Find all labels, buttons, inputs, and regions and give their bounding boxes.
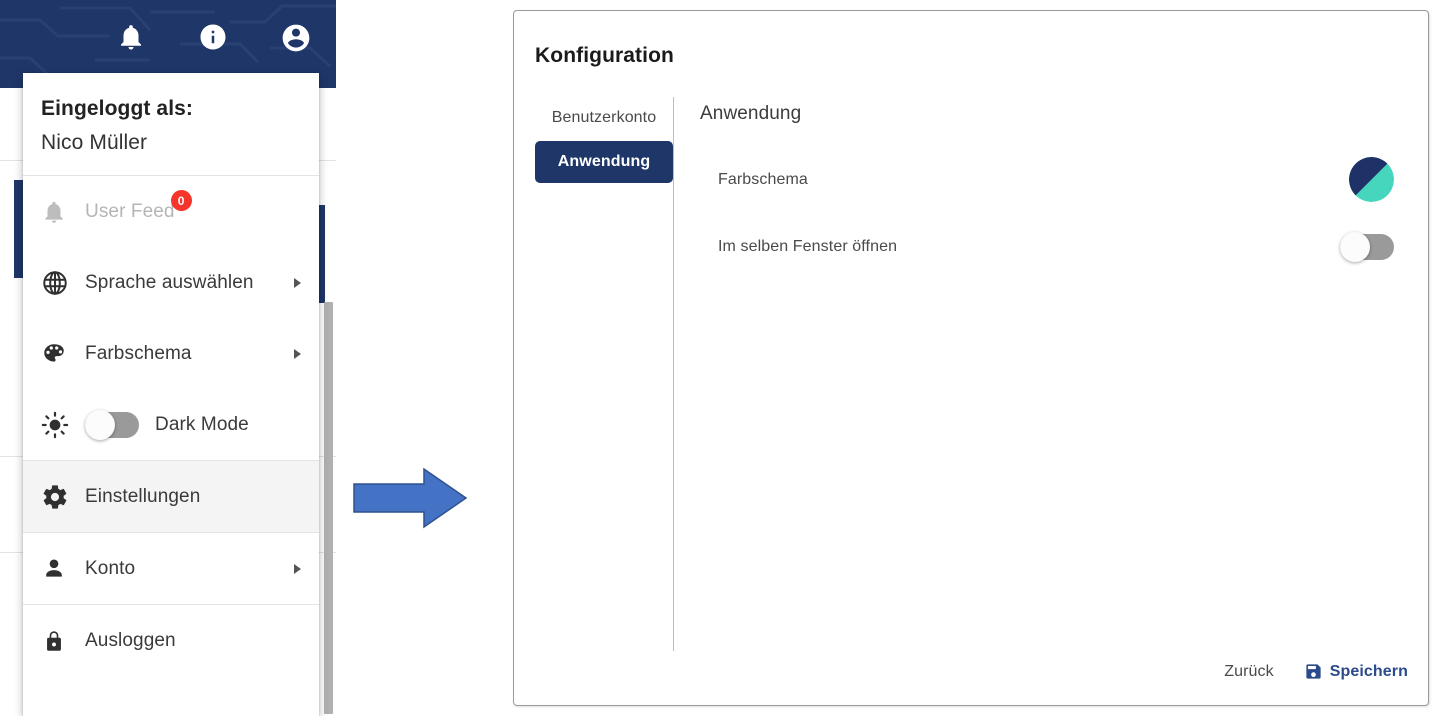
menu-item-settings[interactable]: Einstellungen	[23, 461, 319, 532]
sun-icon	[41, 411, 85, 439]
logged-in-block: Eingeloggt als: Nico Müller	[23, 73, 319, 175]
account-circle-icon[interactable]	[280, 22, 312, 54]
menu-item-logout[interactable]: Ausloggen	[23, 605, 319, 676]
menu-item-language[interactable]: Sprache auswählen	[23, 247, 319, 318]
menu-item-label: Sprache auswählen	[85, 271, 254, 293]
palette-icon	[41, 341, 85, 367]
dark-mode-toggle[interactable]	[85, 409, 139, 440]
setting-row-farbschema: Farbschema	[700, 157, 1408, 202]
setting-label: Farbschema	[718, 170, 808, 188]
app-screenshot-left: Eingeloggt als: Nico Müller User Feed 0 …	[0, 0, 336, 716]
info-circle-icon[interactable]	[198, 22, 228, 52]
toggle-knob	[1340, 232, 1370, 262]
user-feed-count-badge: 0	[170, 190, 192, 211]
menu-item-label: Einstellungen	[85, 485, 201, 507]
menu-divider	[23, 175, 319, 176]
nav-item-benutzerkonto[interactable]: Benutzerkonto	[551, 109, 657, 126]
page-scrollbar[interactable]	[324, 302, 333, 714]
menu-divider	[23, 460, 319, 461]
submenu-arrow-icon	[294, 277, 301, 288]
dialog-title: Konfiguration	[535, 44, 674, 67]
save-button[interactable]: Speichern	[1304, 662, 1408, 681]
logged-in-label: Eingeloggt als:	[41, 97, 194, 120]
header-icon-group	[0, 22, 336, 78]
setting-label: Im selben Fenster öffnen	[718, 238, 898, 255]
setting-row-im-selben-fenster-oeffnen: Im selben Fenster öffnen	[700, 232, 1408, 262]
settings-nav-list: Benutzerkonto Anwendung	[535, 101, 673, 189]
submenu-arrow-icon	[294, 563, 301, 574]
gear-icon	[41, 483, 85, 511]
globe-icon	[41, 269, 85, 297]
content-heading: Anwendung	[700, 103, 802, 124]
menu-divider	[23, 604, 319, 605]
menu-item-account[interactable]: Konto	[23, 533, 319, 604]
bell-icon	[41, 199, 85, 225]
menu-item-label: Dark Mode	[155, 413, 249, 435]
settings-content-pane: Anwendung Farbschema Im	[700, 89, 1408, 262]
lock-icon	[41, 628, 85, 654]
menu-item-dark-mode[interactable]: Dark Mode	[23, 389, 319, 460]
menu-item-color-scheme[interactable]: Farbschema	[23, 318, 319, 389]
menu-item-label: Konto	[85, 557, 136, 579]
submenu-arrow-icon	[294, 348, 301, 359]
configuration-dialog: Konfiguration Benutzerkonto Anwendung An…	[513, 10, 1429, 706]
dialog-body: Benutzerkonto Anwendung Anwendung Farbsc…	[514, 89, 1428, 651]
save-floppy-icon	[1304, 662, 1323, 681]
flow-arrow-right-icon	[352, 466, 468, 530]
notifications-bell-icon[interactable]	[116, 22, 146, 52]
user-dropdown-menu: Eingeloggt als: Nico Müller User Feed 0 …	[23, 73, 319, 716]
menu-item-label: Farbschema	[85, 342, 192, 364]
open-in-same-window-toggle[interactable]	[1340, 232, 1394, 262]
menu-item-label: User Feed	[85, 200, 175, 222]
save-button-label: Speichern	[1329, 662, 1408, 680]
dialog-footer: Zurück Speichern	[1224, 662, 1408, 681]
logged-in-user-name: Nico Müller	[41, 131, 148, 154]
menu-item-label: Ausloggen	[85, 629, 176, 651]
toggle-knob	[85, 409, 115, 440]
color-scheme-swatch[interactable]	[1349, 157, 1394, 202]
back-button[interactable]: Zurück	[1224, 662, 1274, 680]
menu-item-user-feed[interactable]: User Feed 0	[23, 176, 319, 247]
nav-item-anwendung[interactable]: Anwendung	[535, 141, 673, 183]
person-icon	[41, 556, 85, 582]
nav-content-divider	[673, 97, 674, 651]
menu-divider	[23, 532, 319, 533]
